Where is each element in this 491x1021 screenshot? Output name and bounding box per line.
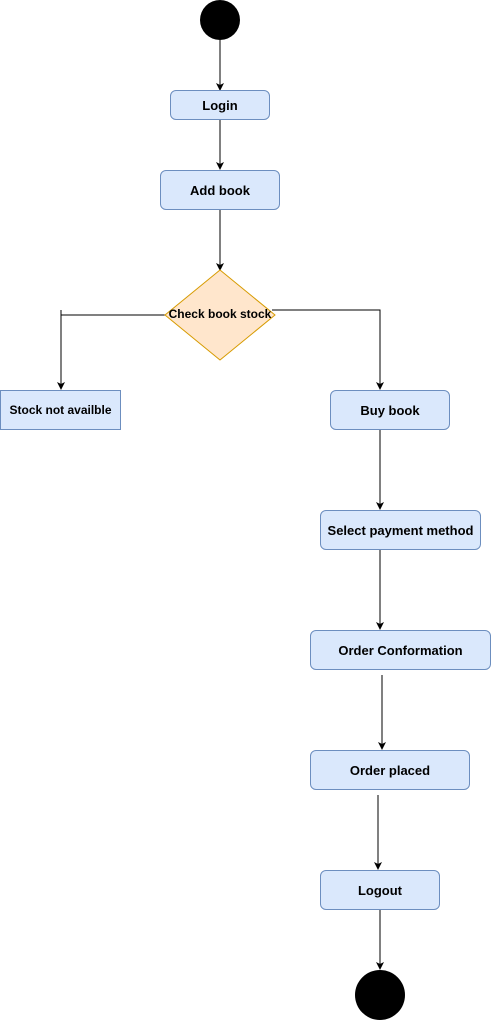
node-buy-book: Buy book: [330, 390, 450, 430]
node-check-book-stock: Check book stock: [168, 307, 272, 321]
node-order-placed: Order placed: [310, 750, 470, 790]
edge-check-stock-to-not-available: [57, 314, 166, 390]
start-node: [200, 0, 240, 40]
edge-check-stock-to-buy-book: [272, 309, 384, 390]
node-stock-not-available: Stock not availble: [0, 390, 121, 430]
node-order-conformation: Order Conformation: [310, 630, 491, 670]
node-login: Login: [170, 90, 270, 120]
node-select-payment-method: Select payment method: [320, 510, 481, 550]
decision-diamond: [164, 269, 276, 361]
node-logout: Logout: [320, 870, 440, 910]
node-add-book: Add book: [160, 170, 280, 210]
end-node: [355, 970, 405, 1020]
